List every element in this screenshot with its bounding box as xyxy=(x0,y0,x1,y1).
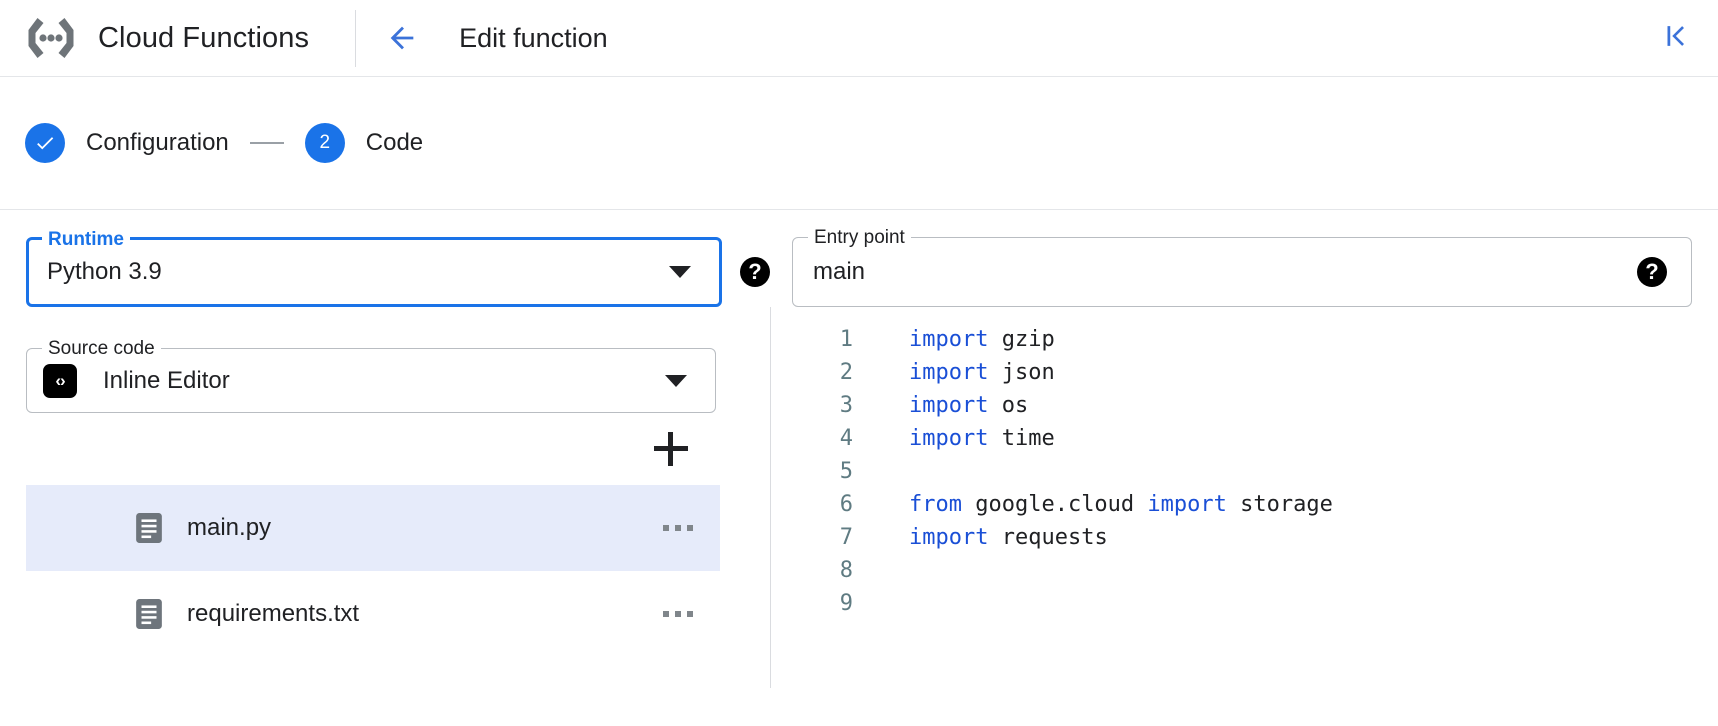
code-editor[interactable]: 1 import gzip 2 import json 3 import os 4 impor… xyxy=(770,307,1718,688)
code-line-text: import gzip xyxy=(909,327,1055,352)
entry-point-row: Entry point ? xyxy=(770,210,1718,307)
code-line: 6 from google.cloud import storage xyxy=(771,488,1718,521)
brand: Cloud Functions xyxy=(0,0,309,76)
more-options-icon[interactable] xyxy=(663,525,693,531)
back-button[interactable] xyxy=(378,14,426,62)
code-line-text: from google.cloud import storage xyxy=(909,492,1333,517)
code-line-number: 8 xyxy=(839,558,853,583)
code-line-number: 4 xyxy=(839,426,853,451)
runtime-select[interactable]: Runtime Python 3.9 xyxy=(26,229,722,307)
code-line: 9 xyxy=(771,587,1718,620)
arrow-left-icon xyxy=(390,26,414,50)
source-code-select[interactable]: Source code ‹› Inline Editor xyxy=(26,338,716,413)
source-code-label: Source code xyxy=(42,338,161,360)
collapse-panel-button[interactable] xyxy=(1652,12,1700,60)
step-code-marker: 2 xyxy=(304,123,345,163)
cloud-functions-logo-icon xyxy=(28,18,74,58)
brand-title: Cloud Functions xyxy=(98,21,310,54)
code-brackets-icon: ‹› xyxy=(43,363,77,398)
code-line: 5 xyxy=(771,455,1718,488)
code-line-text: import json xyxy=(909,360,1055,385)
right-column: Entry point ? 1 import gzip 2 import json 3 i… xyxy=(770,210,1718,688)
code-line-number: 6 xyxy=(839,492,853,517)
file-list: main.py requirements.txt xyxy=(26,485,720,657)
content-area: Runtime Python 3.9 ? Source code ‹› Inli… xyxy=(0,210,1718,688)
code-line: 8 xyxy=(771,554,1718,587)
file-name: main.py xyxy=(187,514,272,541)
collapse-panel-icon xyxy=(1667,26,1684,46)
source-code-row: Source code ‹› Inline Editor xyxy=(0,307,770,413)
wizard-stepper: Configuration 2 Code xyxy=(0,77,1718,210)
code-line-number: 7 xyxy=(839,525,853,550)
file-toolbar xyxy=(26,413,716,485)
code-line: 3 import os xyxy=(771,389,1718,422)
entry-point-help-icon[interactable]: ? xyxy=(1637,257,1667,287)
runtime-row: Runtime Python 3.9 ? xyxy=(0,210,770,307)
step-configuration-marker xyxy=(25,123,65,163)
page-title: Edit function xyxy=(459,22,608,53)
more-options-icon[interactable] xyxy=(663,611,693,617)
runtime-help-icon[interactable]: ? xyxy=(740,257,770,287)
file-list-item-main-py[interactable]: main.py xyxy=(26,485,720,571)
source-code-value: Inline Editor xyxy=(103,366,230,394)
step-connector xyxy=(249,142,284,144)
chevron-down-icon[interactable] xyxy=(665,374,687,387)
code-line-number: 5 xyxy=(839,459,853,484)
code-line-text: import time xyxy=(909,426,1055,451)
code-line-number: 1 xyxy=(839,327,853,352)
code-line: 7 import requests xyxy=(771,521,1718,554)
code-line: 4 import time xyxy=(771,422,1718,455)
code-line-number: 2 xyxy=(839,360,853,385)
step-code[interactable]: 2 Code xyxy=(304,123,424,163)
code-line-number: 3 xyxy=(839,393,853,418)
entry-point-input[interactable] xyxy=(793,257,1637,287)
file-list-item-requirements-txt[interactable]: requirements.txt xyxy=(26,571,720,657)
header-divider xyxy=(355,9,357,67)
step-configuration-label: Configuration xyxy=(86,129,229,156)
app-header: Cloud Functions Edit function xyxy=(0,0,1718,77)
runtime-value: Python 3.9 xyxy=(47,258,162,285)
file-name: requirements.txt xyxy=(187,600,360,627)
entry-point-field[interactable]: Entry point ? xyxy=(792,227,1692,307)
code-line-number: 9 xyxy=(839,591,853,616)
left-column: Runtime Python 3.9 ? Source code ‹› Inli… xyxy=(0,210,770,688)
file-document-icon xyxy=(136,599,162,629)
step-code-label: Code xyxy=(365,129,424,156)
code-line: 1 import gzip xyxy=(771,323,1718,356)
step-configuration[interactable]: Configuration xyxy=(25,123,229,163)
add-file-icon[interactable] xyxy=(654,432,688,466)
entry-point-label: Entry point xyxy=(808,227,911,249)
file-document-icon xyxy=(136,513,162,543)
chevron-down-icon[interactable] xyxy=(669,266,691,278)
code-line-text: import requests xyxy=(909,525,1108,550)
runtime-label: Runtime xyxy=(42,229,130,251)
code-line-text: import os xyxy=(909,393,1029,418)
code-line: 2 import json xyxy=(771,356,1718,389)
check-icon xyxy=(37,137,54,150)
